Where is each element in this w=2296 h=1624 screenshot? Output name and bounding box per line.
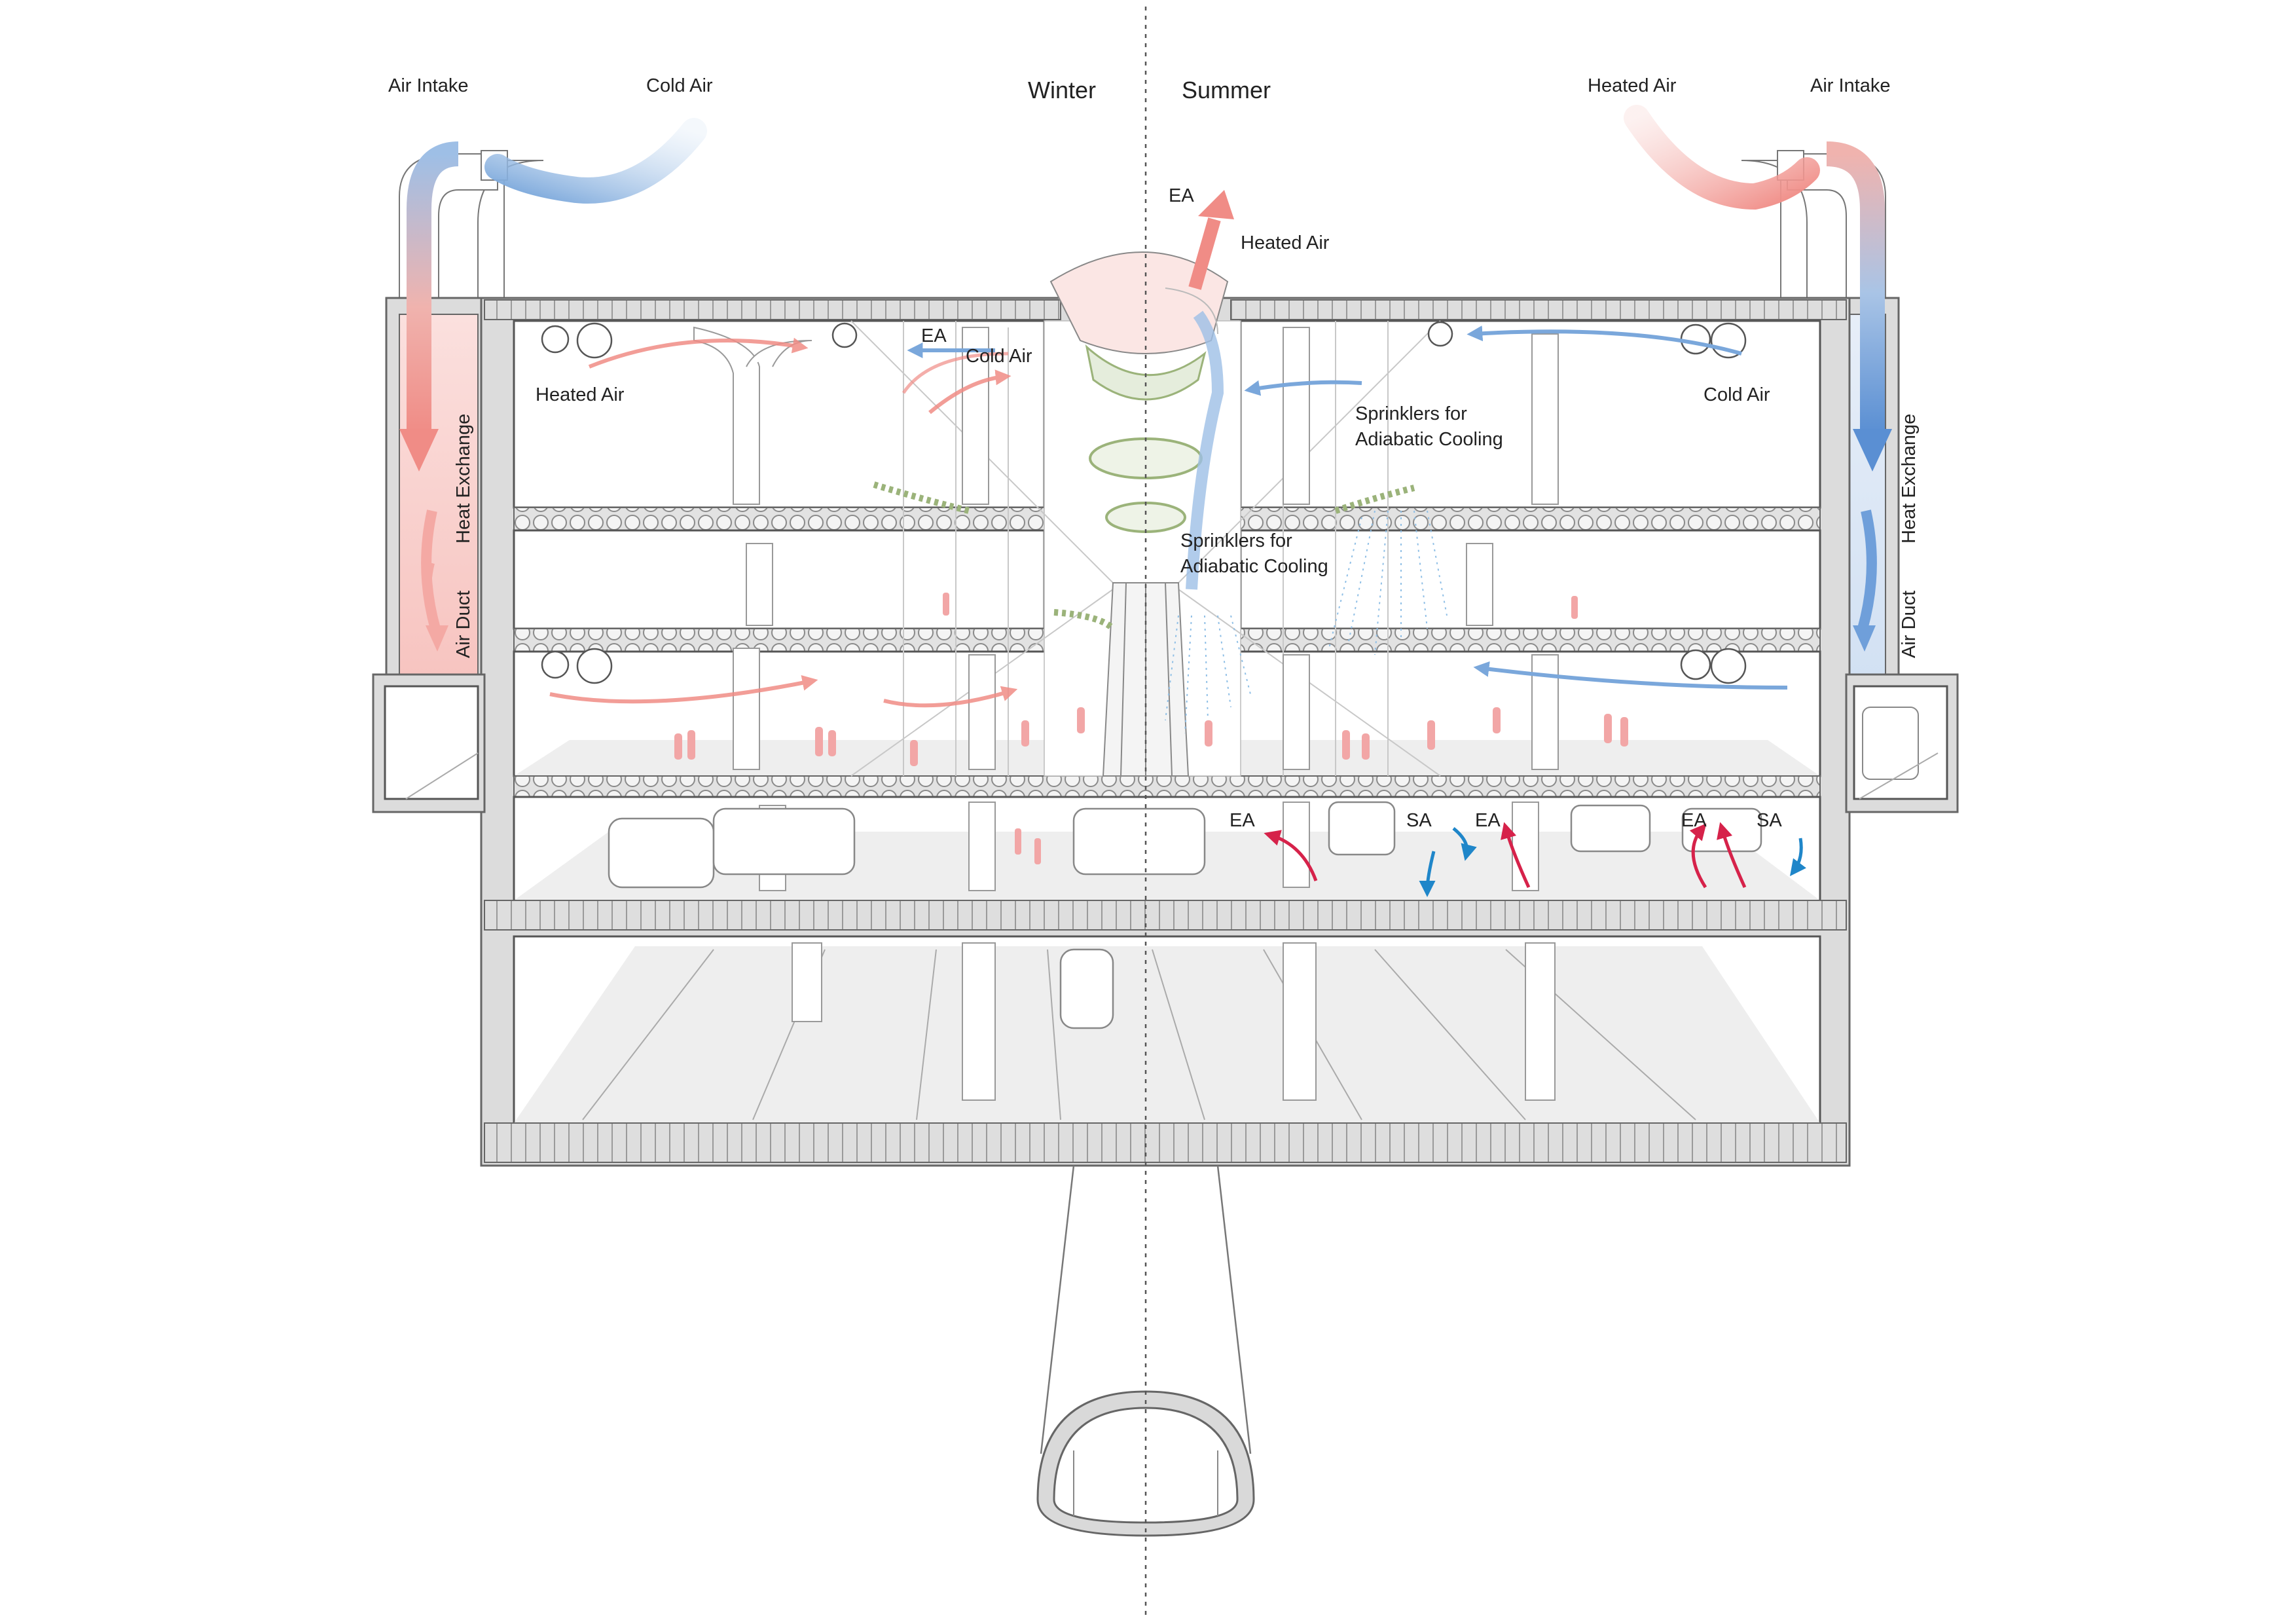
sprinkler-mist [1165, 510, 1448, 734]
winter-label: Winter [1028, 77, 1096, 103]
buses [608, 801, 1762, 1029]
heated-air-arrow-l3-b [883, 686, 1018, 708]
heated-air-arrow-l1-b [928, 369, 1011, 415]
central-cool-column [1186, 310, 1224, 590]
cold-air-right-label: Cold Air [1704, 384, 1770, 405]
ea-left-label: EA [921, 325, 947, 346]
summer-label: Summer [1182, 77, 1271, 103]
right-duct-flow-arrow [1826, 141, 1885, 432]
cold-air-top-label: Cold Air [646, 75, 713, 96]
heated-air-arrow-l1-a [588, 337, 809, 369]
air-intake-right-label: Air Intake [1810, 75, 1891, 96]
bus-ea-sa-arrows [1264, 822, 1806, 897]
heat-exchange-left-label: Heat Exchange [453, 414, 474, 544]
sprinklers-right-label-2: Adiabatic Cooling [1355, 429, 1503, 450]
sprinklers-center-label-2: Adiabatic Cooling [1180, 556, 1328, 577]
duct-pipes [541, 321, 1747, 684]
level-2-left [513, 529, 1046, 630]
people [674, 593, 1628, 864]
heat-exchange-right-label: Heat Exchange [1899, 414, 1920, 544]
columns [693, 326, 1559, 1101]
left-duct-flow-arrow [407, 141, 460, 432]
subway-tunnel [1036, 1165, 1255, 1537]
cold-air-arrow-l1-center [1244, 380, 1362, 396]
right-podium [1845, 673, 1959, 813]
heated-air-roof-label: Heated Air [1241, 232, 1330, 253]
level-2-right [1239, 529, 1821, 630]
ea-bus-label-2: EA [1475, 810, 1501, 831]
air-duct-left-label: Air Duct [453, 591, 474, 658]
sa-bus-label-1: SA [1406, 810, 1432, 831]
heated-air-inflow-arrow [1624, 105, 1820, 210]
ea-bus-label-3: EA [1681, 810, 1707, 831]
cold-air-arrow-l3-right [1473, 661, 1788, 690]
sa-bus-label-2: SA [1757, 810, 1782, 831]
cold-air-arrow-l1-right [1467, 325, 1742, 356]
heated-air-left-label: Heated Air [536, 384, 625, 405]
air-duct-right-label: Air Duct [1899, 591, 1920, 658]
cold-air-left-label: Cold Air [966, 346, 1032, 367]
heated-air-arrow-l3-a [549, 675, 818, 704]
cold-air-inflow-arrow [484, 118, 707, 204]
sprinklers-center-label-1: Sprinklers for [1180, 530, 1292, 551]
ea-exhaust-arrow-top [1188, 217, 1221, 290]
ea-bus-label-1: EA [1230, 810, 1255, 831]
heated-air-top-label: Heated Air [1588, 75, 1677, 96]
left-podium [372, 673, 486, 813]
air-intake-left-label: Air Intake [388, 75, 469, 96]
sprinklers-right-label-1: Sprinklers for [1355, 403, 1467, 424]
ea-top-label: EA [1169, 185, 1194, 206]
